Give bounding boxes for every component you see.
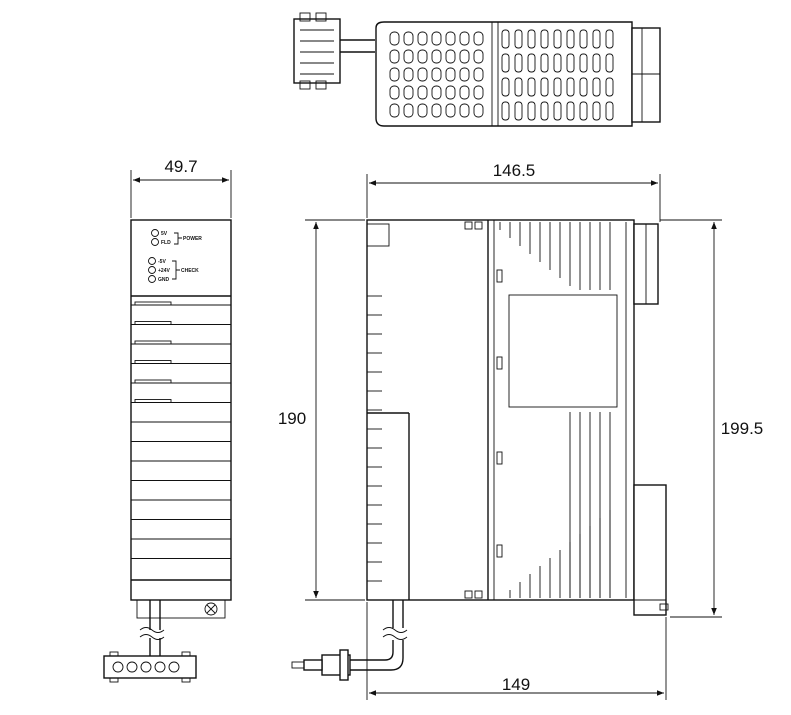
check-led-group: -5V +24V GND CHECK [148, 257, 199, 283]
led-minus5v-label: -5V [158, 259, 166, 265]
side-view-left-ribs [367, 295, 382, 601]
dim-height: 190 [278, 409, 306, 428]
din-bracket [633, 223, 669, 616]
led-fld-label: FLD [161, 240, 171, 246]
front-view: 5V FLD POWER -5V +24V GND CHECK [103, 219, 232, 683]
dim-height-total: 199.5 [721, 419, 764, 438]
label-window [508, 294, 618, 408]
led-24v [148, 266, 156, 274]
led-gnd [148, 275, 156, 283]
dim-front-width: 49.7 [164, 157, 197, 176]
led-24v-label: +24V [158, 268, 170, 274]
top-view-vent-slots [389, 29, 614, 121]
led-5v-label: 5V [161, 231, 168, 237]
power-label: POWER [183, 236, 202, 242]
dimension-labels: 49.7 146.5 190 199.5 149 [164, 157, 763, 694]
front-view-plug [103, 651, 197, 683]
side-view-notches [496, 269, 503, 558]
terminal-screw-icon [204, 602, 218, 616]
led-minus5v [148, 257, 156, 265]
front-view-louvers [131, 301, 231, 559]
top-view [293, 12, 661, 127]
power-led-group: 5V FLD POWER [151, 229, 202, 246]
check-label: CHECK [181, 268, 199, 274]
led-fld [151, 238, 159, 246]
dimension-lines [130, 170, 722, 700]
led-5v [151, 229, 159, 237]
led-gnd-label: GND [158, 277, 170, 283]
side-view [291, 219, 669, 681]
side-view-fins [499, 222, 627, 598]
dim-depth-bottom: 149 [502, 675, 530, 694]
top-view-connector [293, 12, 375, 90]
dim-depth-top: 146.5 [493, 161, 536, 180]
